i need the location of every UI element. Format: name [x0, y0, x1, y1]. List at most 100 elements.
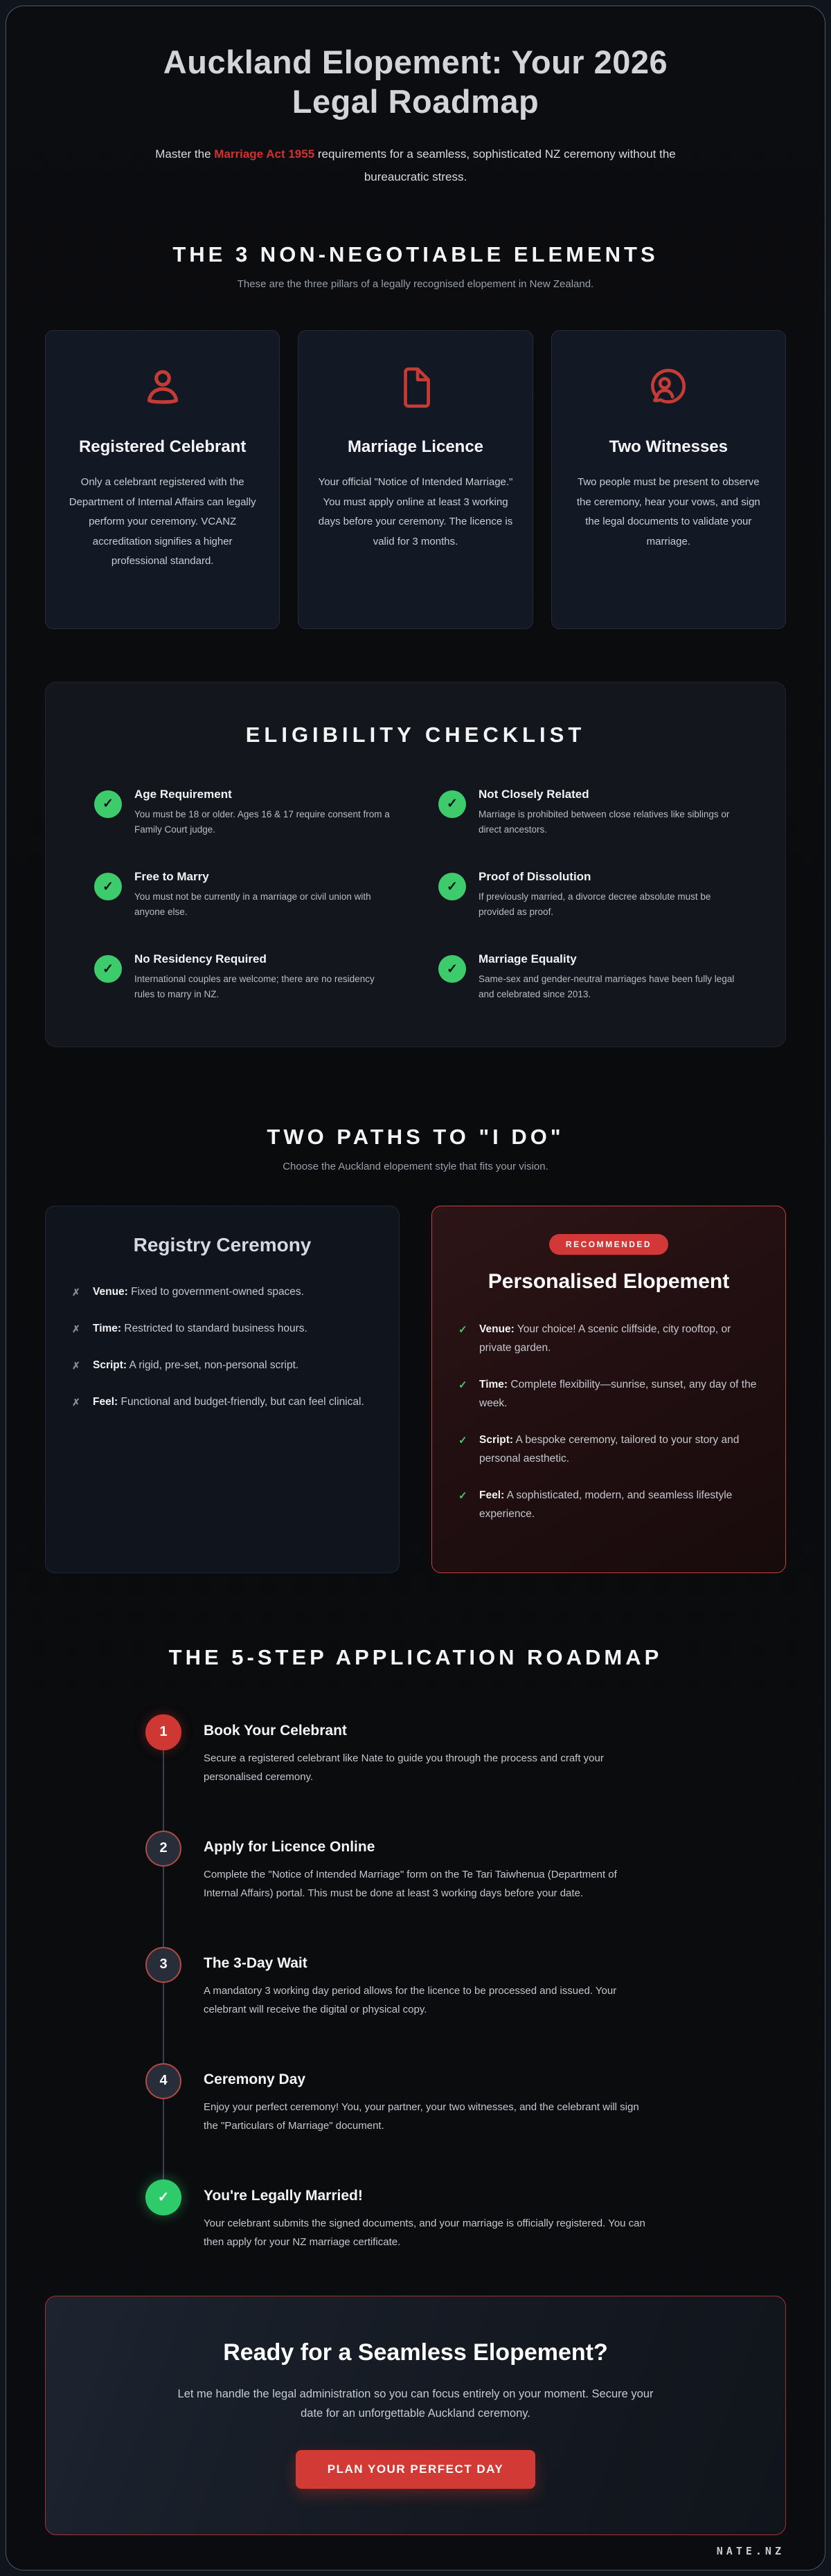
list-item: ✓Time: Complete flexibility—sunrise, sun… — [458, 1375, 759, 1413]
x-icon: ✗ — [72, 1323, 80, 1334]
checklist-item: ✓ Marriage Equality Same-sex and gender-… — [438, 952, 737, 1001]
element-cards: Registered Celebrant Only a celebrant re… — [6, 329, 825, 629]
card-title: Registered Celebrant — [78, 437, 247, 456]
section-heading: THE 5-STEP APPLICATION ROADMAP — [168, 1644, 663, 1669]
item-text: Same-sex and gender-neutral marriages ha… — [479, 974, 735, 999]
checklist-grid: ✓ Age Requirement You must be 18 or olde… — [94, 788, 737, 1002]
step-title: Book Your Celebrant — [204, 1722, 347, 1739]
checklist-item: ✓ Age Requirement You must be 18 or olde… — [94, 788, 393, 837]
check-circle-icon: ✓ — [94, 955, 122, 983]
roadmap-step-3: 3 The 3-Day Wait A mandatory 3 working d… — [145, 1946, 686, 2033]
step-number-badge: 2 — [145, 1830, 181, 1867]
step-number-badge: 4 — [145, 2062, 181, 2099]
check-icon: ✓ — [458, 1490, 467, 1503]
step-number-badge: 3 — [145, 1946, 181, 1983]
step-title: Apply for Licence Online — [204, 1838, 375, 1855]
item-title: Proof of Dissolution — [479, 870, 591, 884]
two-paths-section: TWO PATHS TO "I DO" Choose the Auckland … — [6, 1125, 825, 1573]
check-icon: ✓ — [458, 1435, 467, 1446]
recommended-badge: RECOMMENDED — [548, 1233, 669, 1255]
step-number-badge: 1 — [145, 1714, 181, 1750]
section-heading: ELIGIBILITY CHECKLIST — [245, 722, 586, 747]
list-item: ✓Feel: A sophisticated, modern, and seam… — [458, 1486, 759, 1523]
marriage-act-highlight: Marriage Act 1955 — [214, 147, 315, 161]
card-text: Your official "Notice of Intended Marria… — [318, 476, 513, 547]
card-registered-celebrant: Registered Celebrant Only a celebrant re… — [45, 329, 280, 629]
x-icon: ✗ — [72, 1396, 80, 1408]
witnesses-chat-icon — [570, 363, 767, 412]
step-text: Your celebrant submits the signed docume… — [204, 2217, 645, 2248]
document-icon — [316, 363, 514, 412]
section-heading: THE 3 NON-NEGOTIABLE ELEMENTS — [172, 242, 659, 266]
check-circle-icon: ✓ — [438, 873, 466, 901]
card-text: Only a celebrant registered with the Dep… — [69, 476, 256, 568]
step-title: Ceremony Day — [204, 2071, 306, 2087]
item-text: If previously married, a divorce decree … — [479, 891, 711, 917]
section-subheading: Choose the Auckland elopement style that… — [283, 1160, 548, 1172]
item-title: Not Closely Related — [479, 787, 589, 801]
step-text: Complete the "Notice of Intended Marriag… — [204, 1868, 617, 1899]
item-title: Free to Marry — [134, 870, 209, 884]
cta-panel: Ready for a Seamless Elopement? Let me h… — [45, 2295, 786, 2536]
page-subtitle: Master the Marriage Act 1955 requirement… — [155, 147, 676, 183]
personalised-elopement-card: RECOMMENDED Personalised Elopement ✓Venu… — [431, 1205, 786, 1573]
x-icon: ✗ — [72, 1359, 80, 1371]
step-title: The 3-Day Wait — [204, 1954, 307, 1971]
item-title: No Residency Required — [134, 952, 267, 966]
item-text: You must not be currently in a marriage … — [134, 891, 371, 917]
step-text: A mandatory 3 working day period allows … — [204, 1984, 617, 2015]
check-circle-icon: ✓ — [145, 2179, 181, 2215]
roadmap-step-1: 1 Book Your Celebrant Secure a registere… — [145, 1714, 686, 1800]
application-roadmap-section: THE 5-STEP APPLICATION ROADMAP 1 Book Yo… — [6, 1645, 825, 2265]
cta-text: Let me handle the legal administration s… — [177, 2387, 654, 2420]
list-item: ✗Feel: Functional and budget-friendly, b… — [72, 1393, 373, 1411]
list-item: ✓Venue: Your choice! A scenic cliffside,… — [458, 1320, 759, 1357]
registry-ceremony-card: Registry Ceremony ✗Venue: Fixed to gover… — [45, 1205, 400, 1573]
check-circle-icon: ✓ — [438, 955, 466, 983]
roadmap-step-4: 4 Ceremony Day Enjoy your perfect ceremo… — [145, 2062, 686, 2149]
plan-your-day-button[interactable]: PLAN YOUR PERFECT DAY — [295, 2450, 536, 2489]
checklist-item: ✓ Not Closely Related Marriage is prohib… — [438, 788, 737, 837]
card-text: Two people must be present to observe th… — [576, 476, 760, 547]
step-title: You're Legally Married! — [204, 2187, 363, 2204]
card-marriage-licence: Marriage Licence Your official "Notice o… — [298, 329, 533, 629]
roadmap-step-2: 2 Apply for Licence Online Complete the … — [145, 1830, 686, 1916]
card-two-witnesses: Two Witnesses Two people must be present… — [551, 329, 786, 629]
person-icon — [64, 363, 261, 412]
roadmap-step-5: ✓ You're Legally Married! Your celebrant… — [145, 2179, 686, 2265]
card-title: Registry Ceremony — [133, 1233, 312, 1255]
item-title: Age Requirement — [134, 787, 232, 801]
section-heading: TWO PATHS TO "I DO" — [267, 1124, 564, 1149]
section-subheading: These are the three pillars of a legally… — [237, 278, 594, 290]
card-title: Marriage Licence — [347, 437, 484, 456]
item-text: International couples are welcome; there… — [134, 974, 375, 999]
list-item: ✓Script: A bespoke ceremony, tailored to… — [458, 1431, 759, 1468]
step-text: Enjoy your perfect ceremony! You, your p… — [204, 2101, 639, 2132]
checklist-item: ✓ Free to Marry You must not be currentl… — [94, 870, 393, 919]
check-circle-icon: ✓ — [438, 790, 466, 818]
check-icon: ✓ — [458, 1379, 467, 1391]
check-circle-icon: ✓ — [94, 790, 122, 818]
checklist-item: ✓ No Residency Required International co… — [94, 952, 393, 1001]
item-text: Marriage is prohibited between close rel… — [479, 808, 730, 835]
list-item: ✗Script: A rigid, pre-set, non-personal … — [72, 1356, 373, 1375]
item-text: You must be 18 or older. Ages 16 & 17 re… — [134, 808, 390, 835]
eligibility-checklist-panel: ELIGIBILITY CHECKLIST ✓ Age Requirement … — [45, 681, 786, 1047]
check-icon: ✓ — [458, 1323, 467, 1336]
list-item: ✗Venue: Fixed to government-owned spaces… — [72, 1282, 373, 1301]
brand-logo: NATE.NZ — [716, 2545, 785, 2558]
checklist-item: ✓ Proof of Dissolution If previously mar… — [438, 870, 737, 919]
check-circle-icon: ✓ — [94, 873, 122, 901]
card-title: Two Witnesses — [609, 437, 728, 456]
x-icon: ✗ — [72, 1286, 80, 1298]
cta-heading: Ready for a Seamless Elopement? — [223, 2339, 608, 2366]
non-negotiable-elements-section: THE 3 NON-NEGOTIABLE ELEMENTS These are … — [6, 242, 825, 629]
card-title: Personalised Elopement — [488, 1269, 730, 1293]
list-item: ✗Time: Restricted to standard business h… — [72, 1319, 373, 1338]
step-text: Secure a registered celebrant like Nate … — [204, 1752, 604, 1783]
item-title: Marriage Equality — [479, 952, 577, 966]
roadmap-timeline: 1 Book Your Celebrant Secure a registere… — [145, 1714, 686, 2265]
